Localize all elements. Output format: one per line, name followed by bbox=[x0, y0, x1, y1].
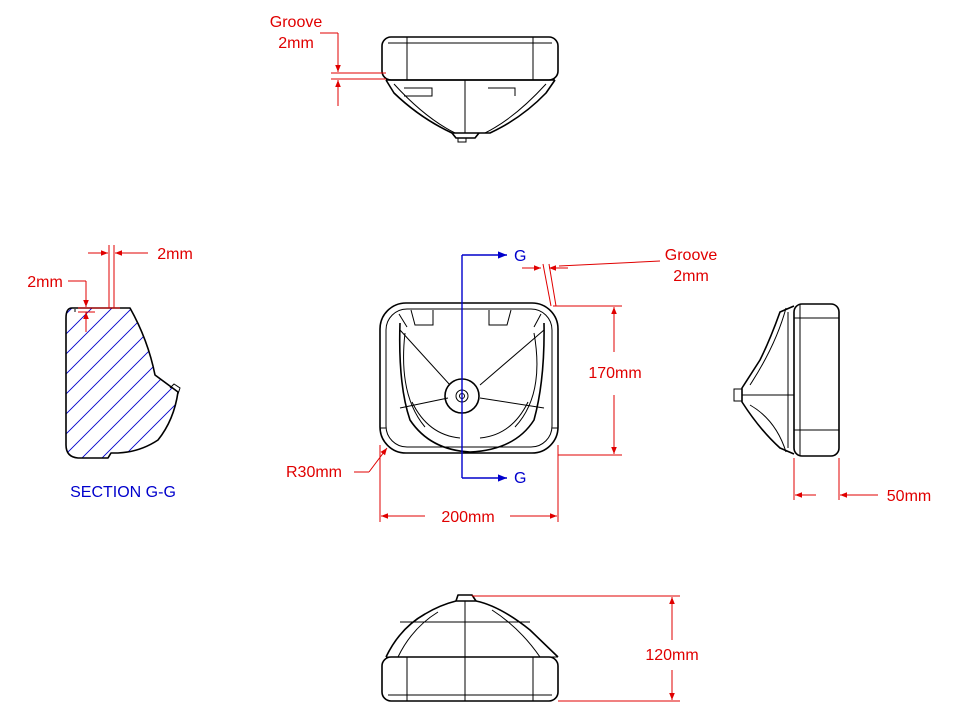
radius-dimension: R30mm bbox=[286, 447, 388, 481]
width-dim-label: 200mm bbox=[441, 509, 494, 526]
front-view bbox=[379, 302, 559, 454]
front-groove-label-line2: 2mm bbox=[673, 268, 709, 285]
height-dimension: 170mm bbox=[553, 305, 642, 456]
section-side-dim-label: 2mm bbox=[27, 274, 63, 291]
radius-dim-label: R30mm bbox=[286, 464, 342, 481]
section-line: G G bbox=[461, 248, 526, 487]
height-dim-label: 170mm bbox=[588, 365, 641, 382]
top-view bbox=[381, 36, 559, 143]
bottom-view bbox=[381, 594, 559, 702]
section-side-dimension: 2mm bbox=[27, 274, 120, 332]
width-dimension: 200mm bbox=[379, 445, 559, 526]
section-title: SECTION G-G bbox=[70, 484, 176, 501]
section-view: SECTION G-G bbox=[65, 307, 181, 501]
section-top-dim-label: 2mm bbox=[157, 246, 193, 263]
front-groove-annotation: Groove 2mm bbox=[522, 247, 718, 307]
side-view bbox=[733, 303, 840, 457]
top-groove-annotation: Groove 2mm bbox=[270, 14, 386, 106]
bottom-height-dim-label: 120mm bbox=[645, 647, 698, 664]
depth-dim-label: 50mm bbox=[887, 488, 931, 505]
section-marker-bottom: G bbox=[514, 470, 526, 487]
bottom-height-dimension: 120mm bbox=[472, 595, 699, 702]
top-groove-label-line1: Groove bbox=[270, 14, 323, 31]
section-top-dimension: 2mm bbox=[88, 245, 193, 308]
depth-dimension: 50mm bbox=[793, 458, 931, 505]
section-marker-top: G bbox=[514, 248, 526, 265]
front-groove-label-line1: Groove bbox=[665, 247, 718, 264]
top-groove-label-line2: 2mm bbox=[278, 35, 314, 52]
